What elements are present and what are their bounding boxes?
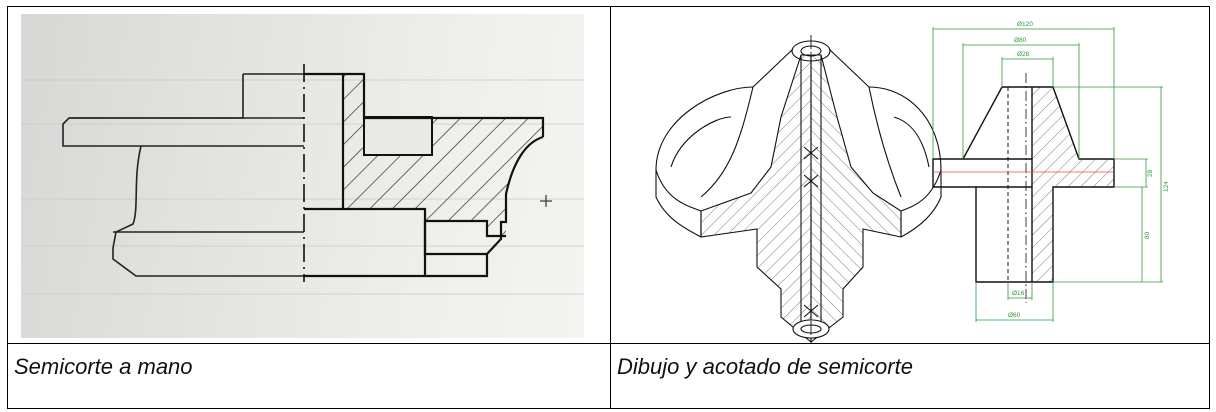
orthographic-view: Ø120 Ø80 Ø28 Ø16 Ø60 124 28 80: [932, 21, 1170, 322]
dim-d16: Ø16: [1012, 290, 1025, 297]
dim-h28: 28: [1147, 169, 1154, 177]
hand-sketch-photo: [21, 14, 584, 338]
caption-hand-sketch: Semicorte a mano: [14, 354, 193, 379]
dim-h80: 80: [1144, 231, 1151, 239]
dim-d60: Ø60: [1008, 312, 1021, 319]
isometric-view: [655, 40, 942, 343]
hand-sketch-drawing: [21, 64, 584, 295]
dim-d28: Ø28: [1017, 51, 1030, 58]
dim-d120: Ø120: [1017, 21, 1033, 28]
image-cell-hand: [7, 6, 611, 344]
cad-semicut-drawing: Ø120 Ø80 Ø28 Ø16 Ø60 124 28 80: [655, 21, 1170, 343]
image-cell-cad: Ø120 Ø80 Ø28 Ø16 Ø60 124 28 80: [610, 6, 1210, 344]
dim-d80: Ø80: [1014, 37, 1027, 44]
caption-cell-hand: Semicorte a mano: [7, 343, 611, 409]
figure-table: Ø120 Ø80 Ø28 Ø16 Ø60 124 28 80 Semicorte…: [7, 6, 1210, 409]
dim-h124: 124: [1163, 181, 1170, 192]
caption-cell-cad: Dibujo y acotado de semicorte: [610, 343, 1210, 409]
caption-cad-drawing: Dibujo y acotado de semicorte: [617, 354, 913, 379]
